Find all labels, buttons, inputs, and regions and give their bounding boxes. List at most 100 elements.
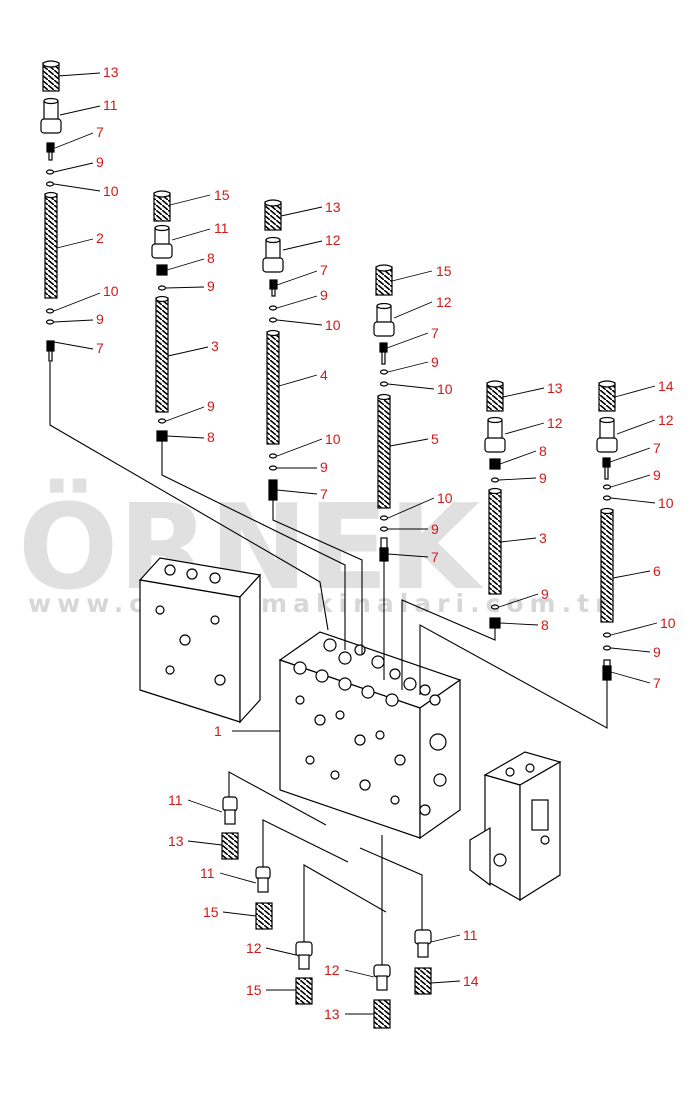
poppet-7-f-bottom: [602, 659, 612, 681]
plug-8-b-top: [156, 264, 168, 276]
cap-12-j: [373, 964, 391, 991]
leader-lines: [53, 72, 658, 1015]
callout-c-12: 12: [325, 232, 341, 248]
callout-f-9-bottom: 9: [653, 644, 661, 660]
oring-9-b-bottom: [157, 418, 167, 424]
valve-side-view-right: [469, 751, 562, 902]
callout-d-7-bottom: 7: [431, 549, 439, 565]
callout-e-12: 12: [547, 415, 563, 431]
callout-b-8-top: 8: [207, 250, 215, 266]
callout-c-10-bottom: 10: [325, 431, 341, 447]
cap-12-c: [262, 236, 284, 273]
plug-8-b-bottom: [156, 430, 168, 442]
spool-3-b: [155, 295, 169, 413]
callout-h-11: 11: [200, 865, 215, 881]
callout-a-2: 2: [96, 230, 104, 246]
callout-d-15: 15: [436, 263, 452, 279]
spring-15-i: [295, 977, 313, 1005]
callout-d-10-top: 10: [437, 381, 453, 397]
callout-c-9-bottom: 9: [320, 459, 328, 475]
spool-5: [377, 393, 391, 509]
poppet-7-d-top: [379, 342, 388, 365]
callout-k-11: 11: [463, 927, 478, 943]
callout-e-9-top: 9: [539, 470, 547, 486]
callout-body-1: 1: [214, 723, 222, 739]
callout-c-13: 13: [325, 199, 341, 215]
callout-a-11: 11: [103, 97, 118, 113]
callout-a-9-bottom: 9: [96, 311, 104, 327]
oring-9-e-top: [490, 477, 500, 483]
oring-9-d-bottom: [379, 526, 389, 532]
oring-9-d-top: [379, 369, 389, 375]
callout-c-9-top: 9: [320, 287, 328, 303]
callout-k-14: 14: [463, 973, 479, 989]
callout-f-7-top: 7: [653, 440, 661, 456]
poppet-7-c-top: [269, 279, 278, 297]
assembly-routing-lines: [49, 362, 608, 965]
callout-j-13: 13: [324, 1006, 340, 1022]
spring-13-j: [373, 999, 391, 1029]
callout-f-12: 12: [658, 412, 674, 428]
callout-a-10-bottom: 10: [103, 283, 119, 299]
spring-15-h: [255, 902, 273, 930]
callout-a-13: 13: [103, 64, 119, 80]
plug-8-e-top: [489, 458, 501, 470]
cap-12-d: [373, 302, 395, 337]
valve-side-view-left: [138, 557, 262, 724]
callout-c-4: 4: [320, 367, 328, 383]
ring-10-f-top: [602, 495, 612, 501]
cap-12-e: [484, 416, 506, 453]
callout-f-14: 14: [658, 378, 674, 394]
ring-10-a-top: [45, 181, 55, 187]
spool-3-e: [488, 487, 502, 595]
callout-d-9-bottom: 9: [431, 521, 439, 537]
cap-11-k: [414, 929, 432, 958]
poppet-7-a-top: [46, 142, 55, 161]
ring-10-d-bottom: [379, 515, 389, 521]
callout-e-8-bottom: 8: [541, 617, 549, 633]
oring-9-b-top: [157, 285, 167, 291]
spool-4: [266, 329, 280, 445]
callout-b-3: 3: [211, 338, 219, 354]
callout-f-10-bottom: 10: [660, 615, 676, 631]
callout-f-10-top: 10: [658, 495, 674, 511]
callout-b-8-bottom: 8: [207, 429, 215, 445]
callout-d-10-bottom: 10: [437, 490, 453, 506]
callout-e-13: 13: [547, 380, 563, 396]
oring-9-c-top: [268, 305, 278, 311]
callout-c-7-bottom: 7: [320, 486, 328, 502]
callout-b-15: 15: [214, 187, 230, 203]
callout-d-9-top: 9: [431, 354, 439, 370]
callout-f-6: 6: [653, 563, 661, 579]
spring-14-k: [414, 967, 432, 995]
oring-9-f-bottom: [602, 645, 612, 651]
spring-13-g: [221, 832, 239, 860]
callout-j-12: 12: [324, 962, 340, 978]
cap-12-i: [295, 941, 313, 970]
callout-e-8-top: 8: [539, 443, 547, 459]
oring-9-f-top: [602, 484, 612, 490]
callout-a-10-top: 10: [103, 183, 119, 199]
spool-2: [44, 191, 58, 299]
oring-9-a-bottom: [45, 319, 55, 325]
cap-12-f: [596, 416, 618, 453]
callout-e-9-bottom: 9: [541, 586, 549, 602]
callout-a-7-bottom: 7: [96, 340, 104, 356]
ring-10-d-top: [379, 381, 389, 387]
callout-b-11: 11: [214, 220, 229, 236]
callout-d-7-top: 7: [431, 325, 439, 341]
ring-10-a-bottom: [45, 308, 55, 314]
spring-15-d: [375, 264, 393, 296]
spring-13-a: [42, 60, 60, 92]
callout-e-3: 3: [539, 530, 547, 546]
callout-c-7-top: 7: [320, 262, 328, 278]
watermark-url: www.orneksmakinalari.com.tr: [28, 589, 613, 618]
callout-a-9-top: 9: [96, 154, 104, 170]
callout-h-15: 15: [203, 904, 219, 920]
oring-9-e-bottom: [490, 604, 500, 610]
spring-13-c: [264, 199, 282, 231]
callout-f-7-bottom: 7: [653, 675, 661, 691]
callout-c-10-top: 10: [325, 317, 341, 333]
spring-15-b: [153, 190, 171, 222]
